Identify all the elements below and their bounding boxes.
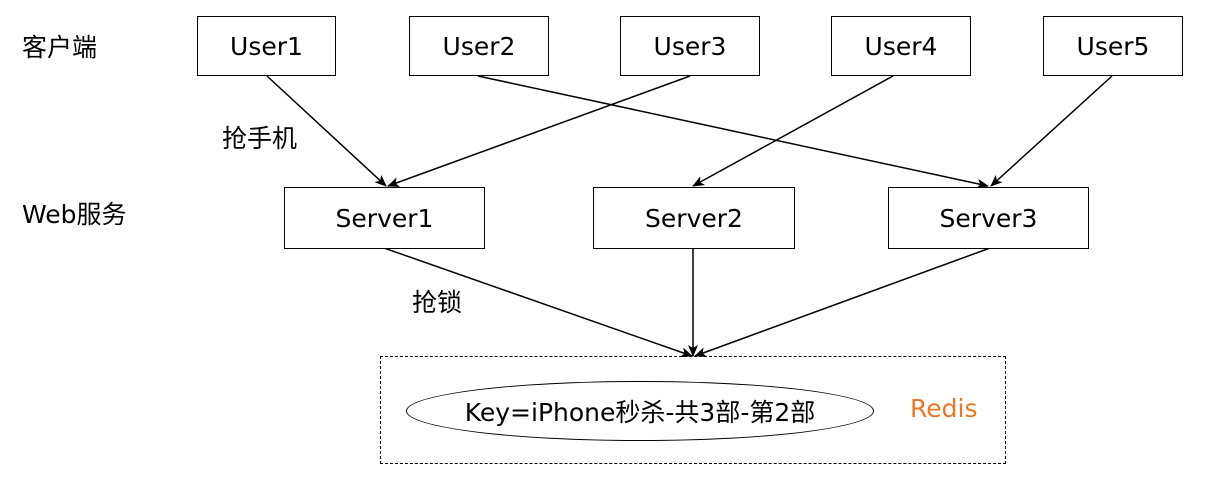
grab-phone-label: 抢手机 bbox=[222, 124, 298, 153]
arrow-user3-server1 bbox=[387, 75, 691, 187]
server1-box: Server1 bbox=[284, 187, 485, 249]
server2-box: Server2 bbox=[593, 187, 795, 249]
grab-lock-label: 抢锁 bbox=[412, 288, 463, 317]
server3-box: Server3 bbox=[888, 187, 1089, 249]
user2-box: User2 bbox=[409, 16, 549, 76]
arrow-user5-server3 bbox=[990, 75, 1113, 187]
client-layer-label: 客户端 bbox=[22, 33, 98, 62]
redis-key-ellipse: Key=iPhone秒杀-共3部-第2部 bbox=[406, 381, 874, 441]
redis-container bbox=[380, 356, 1006, 464]
arrow-user4-server2 bbox=[692, 75, 894, 187]
web-layer-label: Web服务 bbox=[22, 200, 127, 229]
arrow-server3-redis bbox=[694, 247, 991, 357]
redis-label: Redis bbox=[910, 394, 978, 423]
arrow-user2-server3 bbox=[477, 75, 989, 189]
user5-box: User5 bbox=[1043, 16, 1183, 76]
user4-box: User4 bbox=[831, 16, 971, 76]
arrow-server1-redis bbox=[383, 247, 693, 358]
arrow-user1-server1 bbox=[266, 75, 387, 187]
user3-box: User3 bbox=[620, 16, 760, 76]
user1-box: User1 bbox=[197, 16, 336, 76]
